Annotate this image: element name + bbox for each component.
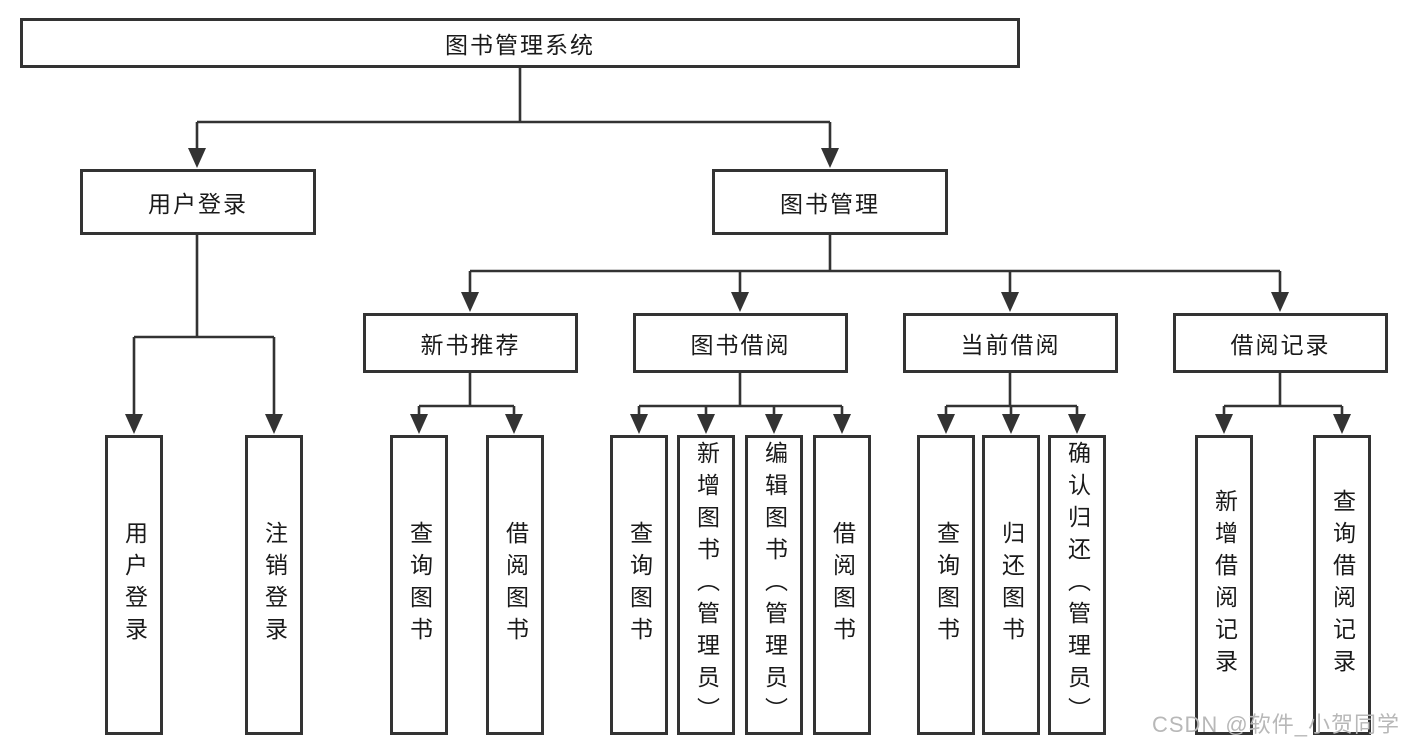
node-label: 图书借阅 [690, 332, 791, 358]
node-book-management: 图书管理 [712, 169, 948, 235]
leaf-label: 查询图书 [933, 521, 960, 649]
leaf-label: 查询图书 [406, 521, 433, 649]
node-label: 用户登录 [148, 191, 248, 217]
leaf-logout: 注销登录 [245, 435, 303, 735]
node-book-borrow: 图书借阅 [633, 313, 848, 373]
node-borrow-records: 借阅记录 [1173, 313, 1388, 373]
node-new-book-recommend: 新书推荐 [363, 313, 578, 373]
leaf-label: 查询借阅记录 [1329, 489, 1356, 681]
leaf-edit-books-admin: 编辑图书（管理员） [745, 435, 803, 735]
leaf-label: 用户登录 [121, 521, 148, 649]
node-label: 图书管理系统 [445, 32, 595, 58]
node-label: 图书管理 [780, 191, 880, 217]
leaf-label: 归还图书 [998, 521, 1025, 649]
leaf-query-books-current: 查询图书 [917, 435, 975, 735]
node-label: 借阅记录 [1230, 332, 1331, 358]
node-label: 当前借阅 [960, 332, 1061, 358]
leaf-return-books: 归还图书 [982, 435, 1040, 735]
leaf-label: 新增借阅记录 [1211, 489, 1238, 681]
node-root-system: 图书管理系统 [20, 18, 1020, 68]
leaf-add-books-admin: 新增图书（管理员） [677, 435, 735, 735]
leaf-label: 借阅图书 [829, 521, 856, 649]
leaf-add-borrow-record: 新增借阅记录 [1195, 435, 1253, 735]
leaf-label: 查询图书 [626, 521, 653, 649]
leaf-label: 注销登录 [261, 521, 288, 649]
leaf-label: 借阅图书 [502, 521, 529, 649]
leaf-borrow-books-recommend: 借阅图书 [486, 435, 544, 735]
node-user-login: 用户登录 [80, 169, 316, 235]
leaf-label: 编辑图书（管理员） [761, 441, 788, 729]
node-label: 新书推荐 [420, 332, 521, 358]
leaf-label: 确认归还（管理员） [1064, 441, 1091, 729]
csdn-watermark: CSDN @软件_小贺同学 [1151, 712, 1400, 737]
leaf-query-borrow-record: 查询借阅记录 [1313, 435, 1371, 735]
leaf-label: 新增图书（管理员） [693, 441, 720, 729]
node-current-borrow: 当前借阅 [903, 313, 1118, 373]
leaf-query-books-borrow: 查询图书 [610, 435, 668, 735]
leaf-confirm-return-admin: 确认归还（管理员） [1048, 435, 1106, 735]
leaf-borrow-books: 借阅图书 [813, 435, 871, 735]
leaf-user-login: 用户登录 [105, 435, 163, 735]
leaf-query-books-recommend: 查询图书 [390, 435, 448, 735]
